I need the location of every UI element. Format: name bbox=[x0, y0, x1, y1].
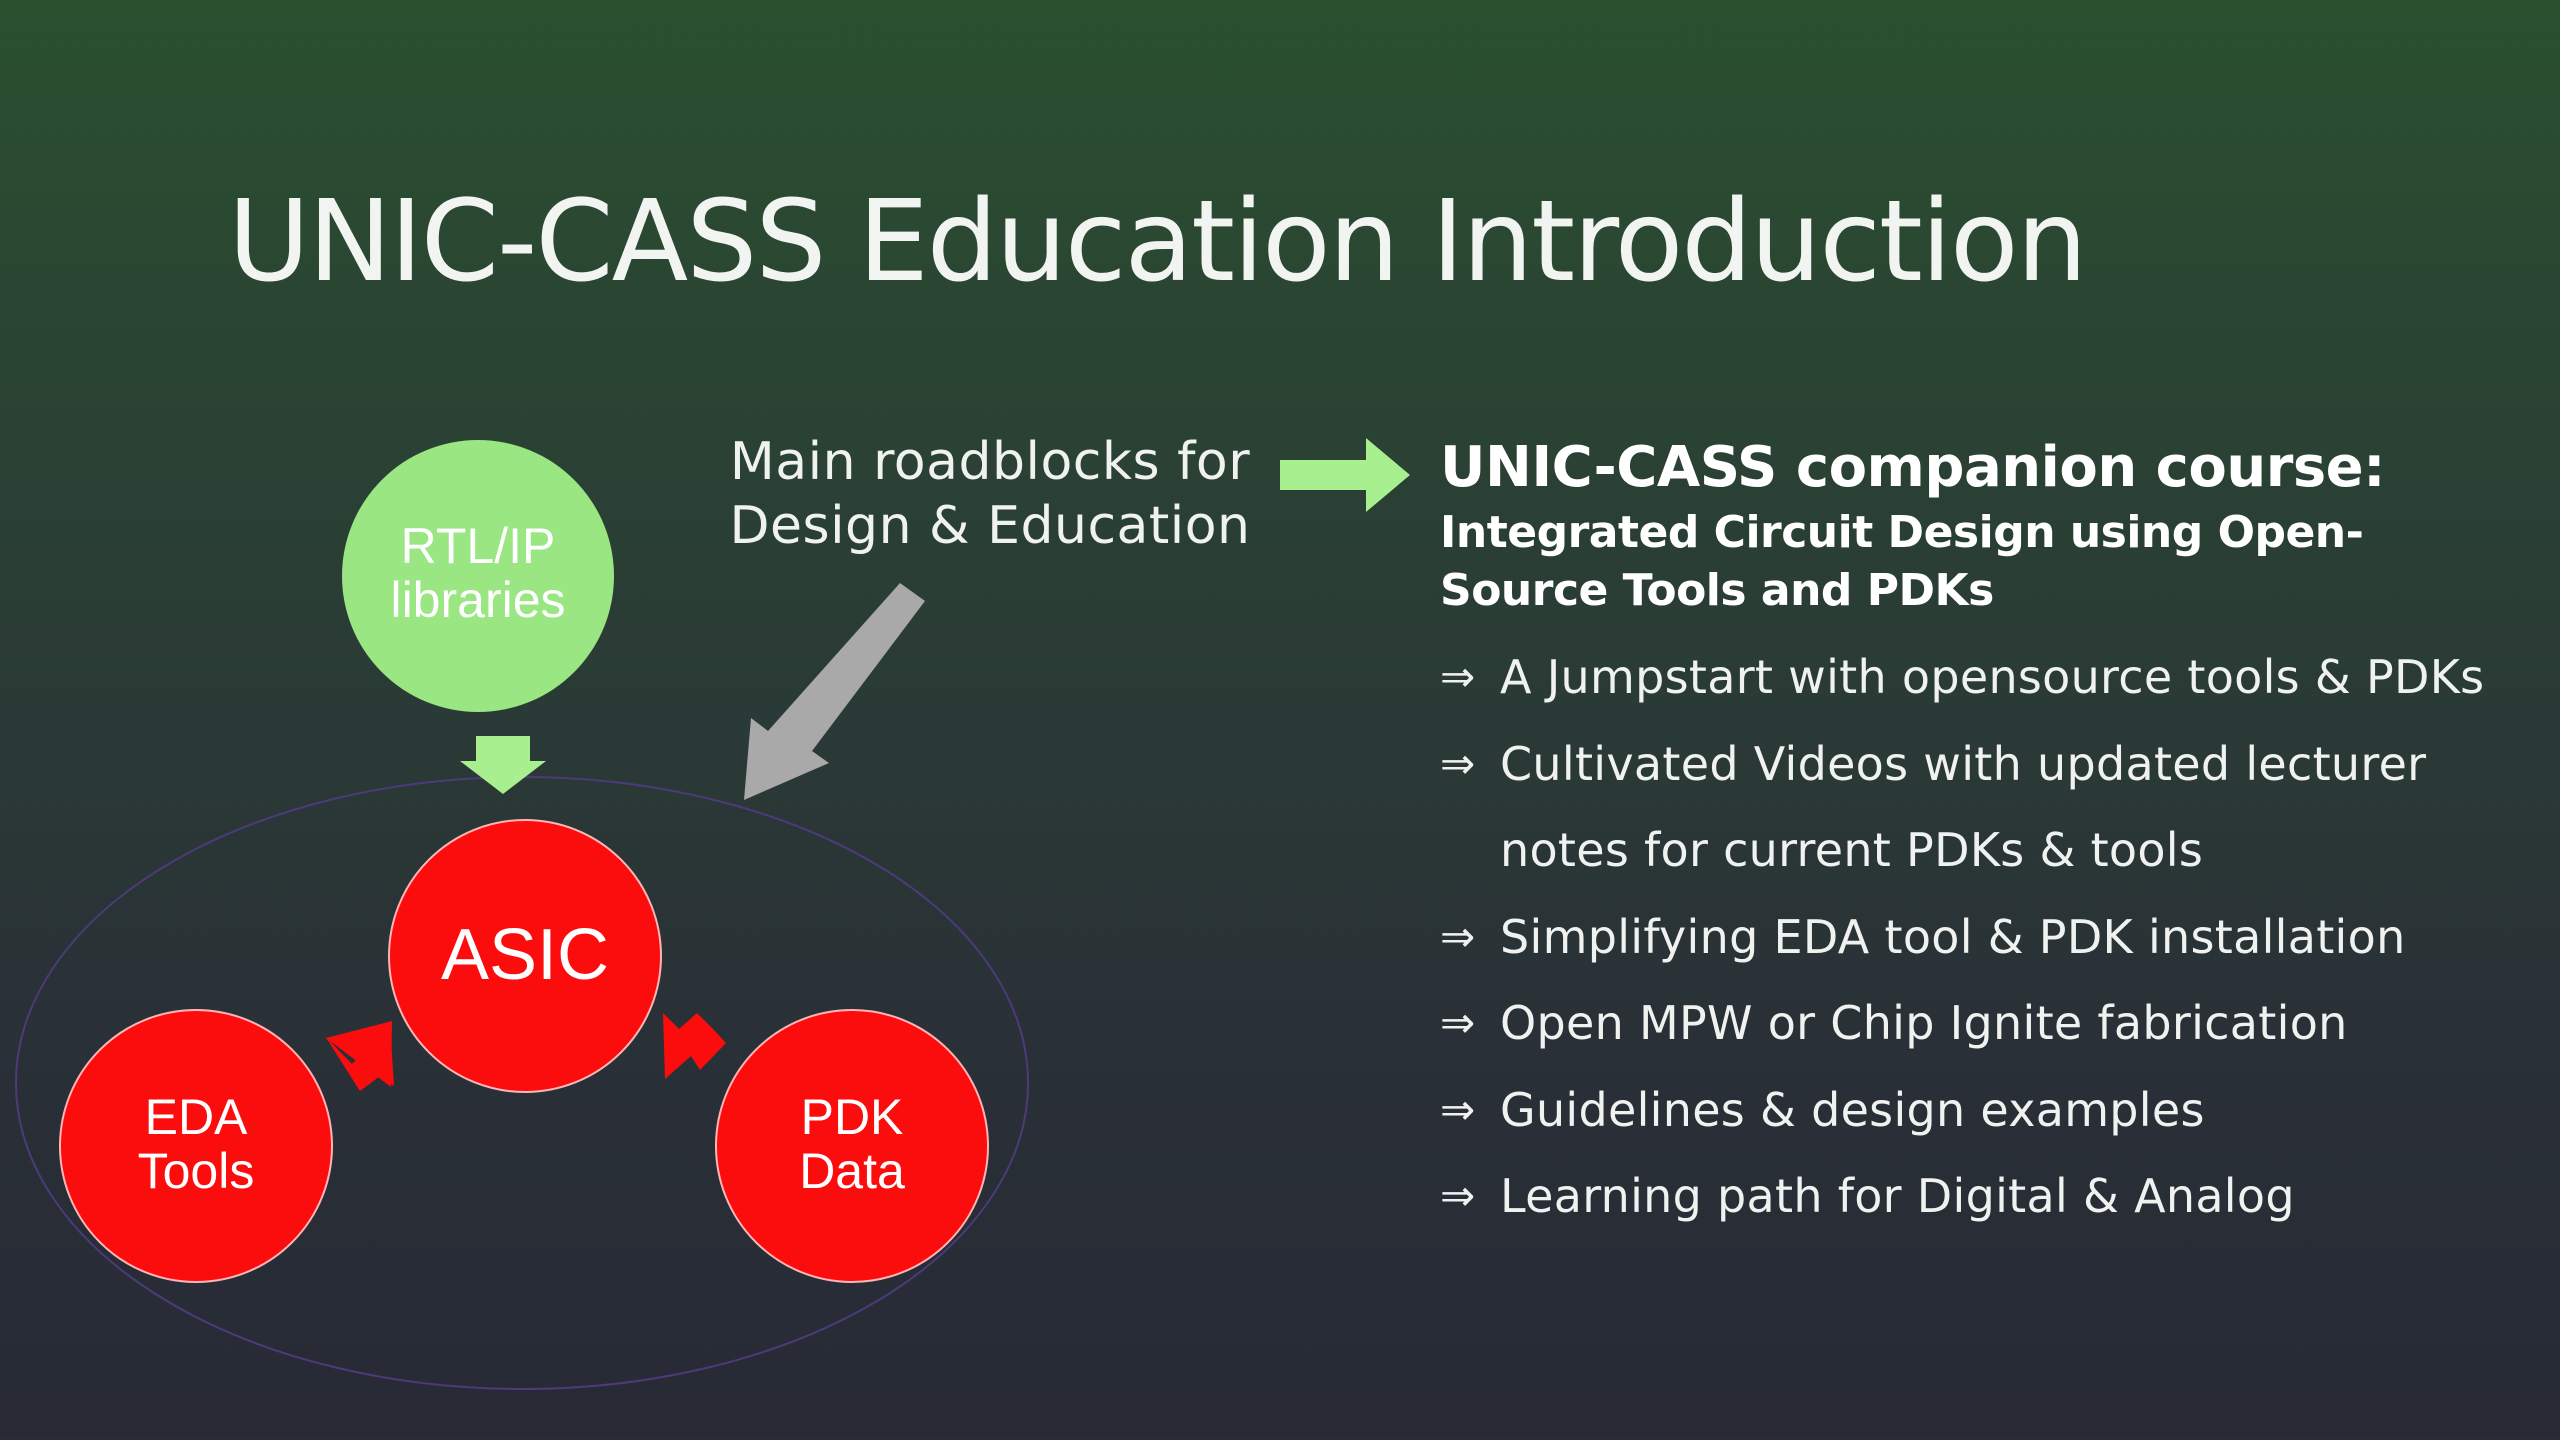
list-item: ⇒ Open MPW or Chip Ignite fabrication bbox=[1440, 980, 2540, 1067]
course-heading: UNIC-CASS companion course: bbox=[1440, 435, 2386, 500]
pdk-to-asic-arrow-icon bbox=[663, 1013, 726, 1079]
double-right-arrow-icon: ⇒ bbox=[1440, 1084, 1476, 1134]
asic-circle bbox=[388, 819, 662, 1093]
rtl-ip-libraries-circle bbox=[342, 440, 614, 712]
bullet-text: Learning path for Digital & Analog bbox=[1500, 1169, 2295, 1223]
list-item: ⇒ Guidelines & design examples bbox=[1440, 1067, 2540, 1154]
bullet-text: Simplifying EDA tool & PDK installation bbox=[1500, 909, 2406, 964]
course-bullet-list: ⇒ A Jumpstart with opensource tools & PD… bbox=[1440, 634, 2540, 1240]
eda-to-asic-arrow-icon bbox=[325, 1021, 394, 1091]
right-arrow-icon bbox=[1280, 438, 1410, 512]
double-right-arrow-icon: ⇒ bbox=[1440, 652, 1476, 701]
roadblocks-caption: Main roadblocks for Design & Education bbox=[700, 430, 1280, 558]
eda-label: EDA bbox=[145, 1089, 248, 1145]
bullet-text: A Jumpstart with opensource tools & PDKs bbox=[1500, 650, 2485, 704]
asic-roadblocks-diagram: RTL/IP libraries ASIC EDA Tools PDK Data bbox=[0, 420, 1100, 1440]
asic-label: ASIC bbox=[441, 915, 609, 995]
companion-course-panel: UNIC-CASS companion course: Integrated C… bbox=[1440, 432, 2540, 1240]
list-item: ⇒ Learning path for Digital & Analog bbox=[1440, 1153, 2540, 1240]
double-right-arrow-icon: ⇒ bbox=[1440, 998, 1476, 1047]
bullet-text: Cultivated Videos with updated lecturer … bbox=[1500, 736, 2427, 878]
bullet-text: Open MPW or Chip Ignite fabrication bbox=[1500, 996, 2348, 1050]
tools-label: Tools bbox=[138, 1143, 255, 1199]
pdk-data-circle bbox=[715, 1009, 989, 1283]
double-right-arrow-icon: ⇒ bbox=[1440, 911, 1476, 961]
slide-title: UNIC-CASS Education Introduction bbox=[228, 177, 2087, 307]
roadblock-arrow-icon bbox=[744, 583, 925, 800]
bullet-text: Guidelines & design examples bbox=[1500, 1082, 2205, 1137]
down-arrow-icon bbox=[460, 736, 546, 794]
roadblocks-line-2: Design & Education bbox=[729, 496, 1251, 556]
list-item: ⇒ A Jumpstart with opensource tools & PD… bbox=[1440, 634, 2540, 721]
list-item: ⇒ Simplifying EDA tool & PDK installatio… bbox=[1440, 894, 2540, 981]
eda-tools-circle bbox=[59, 1009, 333, 1283]
double-right-arrow-icon: ⇒ bbox=[1440, 1171, 1476, 1220]
pdk-label: PDK bbox=[801, 1089, 904, 1145]
double-right-arrow-icon: ⇒ bbox=[1440, 738, 1476, 788]
list-item: ⇒ Cultivated Videos with updated lecture… bbox=[1440, 721, 2540, 894]
roadblocks-line-1: Main roadblocks for bbox=[729, 432, 1251, 492]
rtl-ip-label: RTL/IP bbox=[401, 518, 556, 574]
libraries-label: libraries bbox=[390, 572, 565, 628]
course-subheading: Integrated Circuit Design using Open-Sou… bbox=[1440, 507, 2364, 616]
data-label: Data bbox=[799, 1143, 905, 1199]
